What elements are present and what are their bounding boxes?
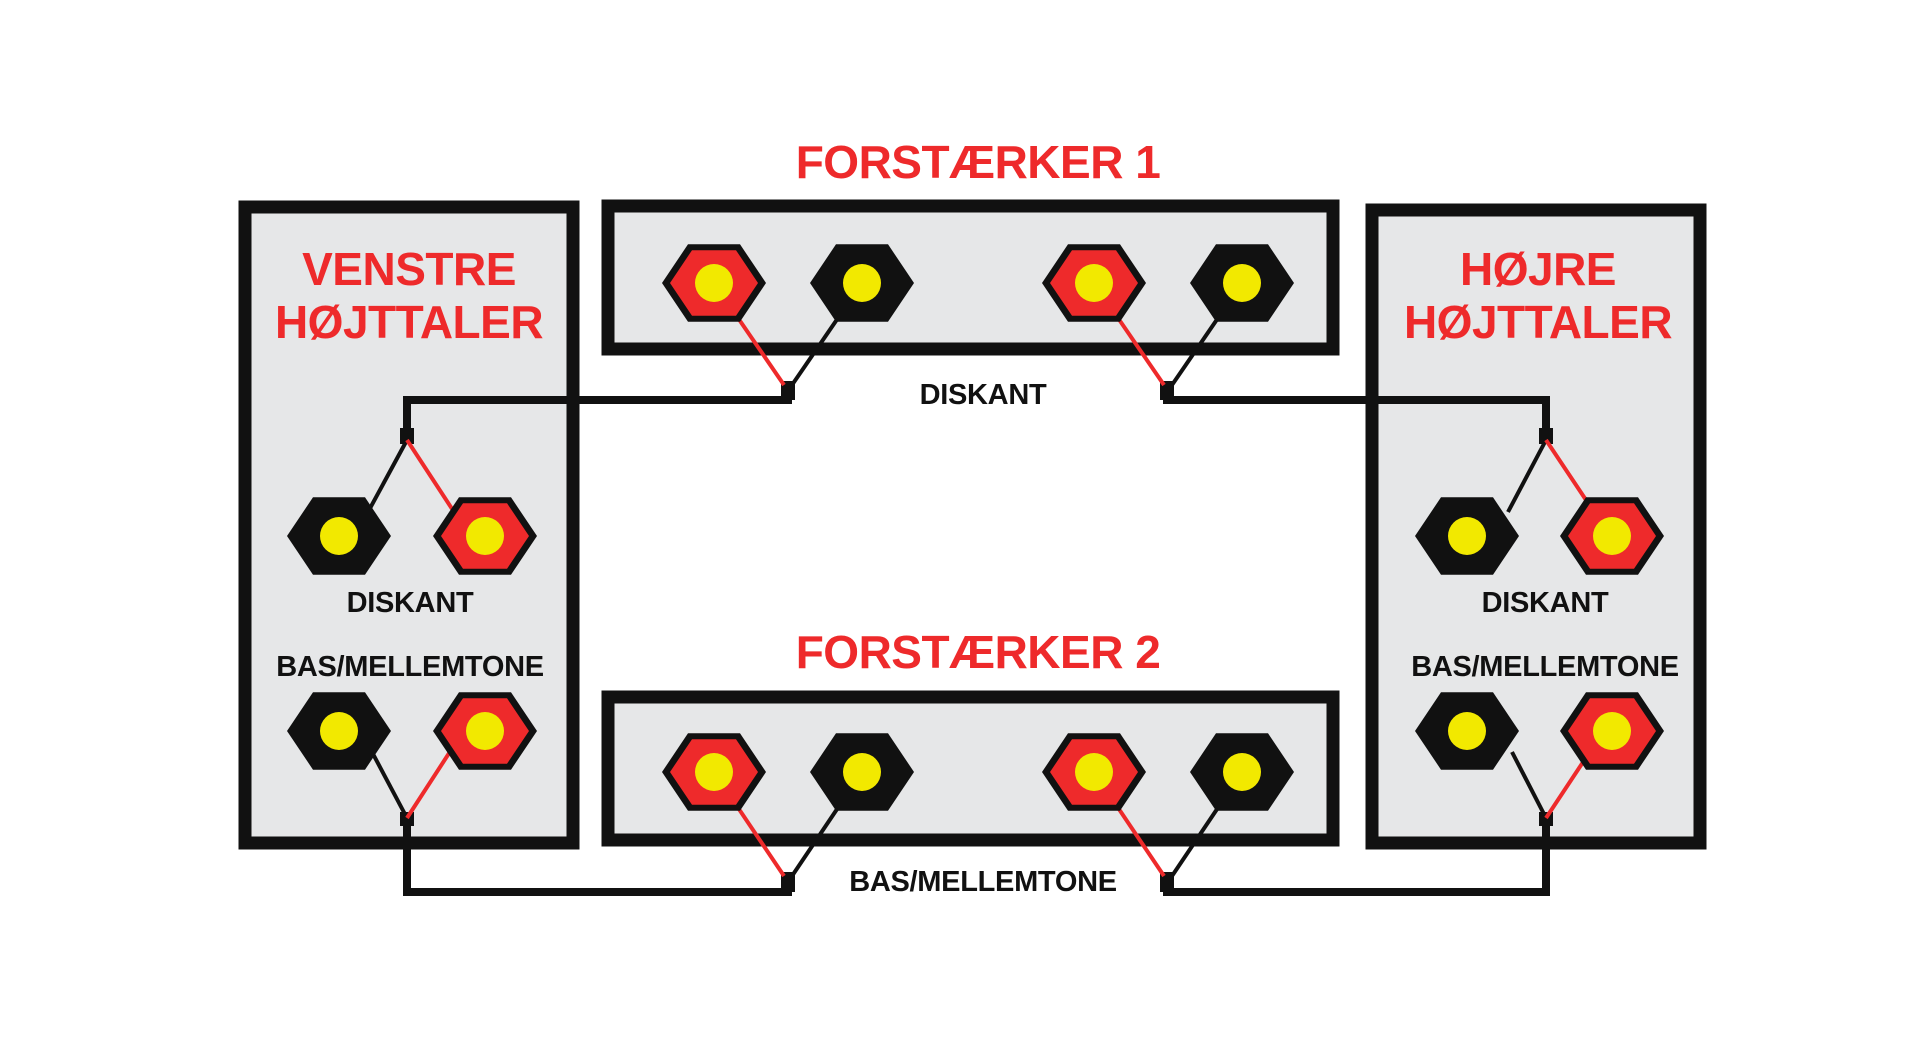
right-speaker-treble-positive-terminal	[1560, 497, 1664, 575]
amp2-output-label: BAS/MELLEMTONE	[849, 866, 1117, 898]
left-treble-label: DISKANT	[347, 587, 474, 619]
right-speaker-treble-negative-terminal	[1415, 497, 1519, 575]
amplifier-1-title: FORSTÆRKER 1	[796, 136, 1161, 188]
terminals	[287, 244, 1664, 811]
amp1-treble-left-negative-terminal	[810, 244, 914, 322]
amp1-treble-left-positive-terminal	[662, 244, 766, 322]
left-speaker-title-line2: HØJTTALER	[275, 296, 543, 348]
junction-amp2-right	[1160, 872, 1174, 892]
amp1-treble-right-negative-terminal	[1190, 244, 1294, 322]
right-speaker-title-line2: HØJTTALER	[1404, 296, 1672, 348]
amp2-bassmid-left-positive-terminal	[662, 733, 766, 811]
amp2-bassmid-right-negative-terminal	[1190, 733, 1294, 811]
junction-amp1-right	[1160, 381, 1174, 400]
left-speaker-treble-positive-terminal	[433, 497, 537, 575]
left-speaker-treble-negative-terminal	[287, 497, 391, 575]
right-speaker-bassmid-negative-terminal	[1415, 692, 1519, 770]
amp1-treble-right-positive-terminal	[1042, 244, 1146, 322]
amp2-bassmid-left-negative-terminal	[810, 733, 914, 811]
amp2-bassmid-right-positive-terminal	[1042, 733, 1146, 811]
right-speaker-bassmid-positive-terminal	[1560, 692, 1664, 770]
right-speaker-title-line1: HØJRE	[1460, 243, 1616, 295]
right-treble-label: DISKANT	[1482, 587, 1609, 619]
junction-amp2-left	[781, 872, 795, 892]
left-bassmid-label: BAS/MELLEMTONE	[276, 651, 544, 683]
junction-left-treble	[400, 428, 414, 444]
left-speaker-bassmid-negative-terminal	[287, 692, 391, 770]
left-speaker-title-line1: VENSTRE	[302, 243, 516, 295]
amp1-output-label: DISKANT	[920, 379, 1047, 411]
junction-right-treble	[1539, 428, 1553, 444]
amplifier-2-title: FORSTÆRKER 2	[796, 626, 1161, 678]
right-bassmid-label: BAS/MELLEMTONE	[1411, 651, 1679, 683]
junction-amp1-left	[781, 381, 795, 400]
left-speaker-bassmid-positive-terminal	[433, 692, 537, 770]
